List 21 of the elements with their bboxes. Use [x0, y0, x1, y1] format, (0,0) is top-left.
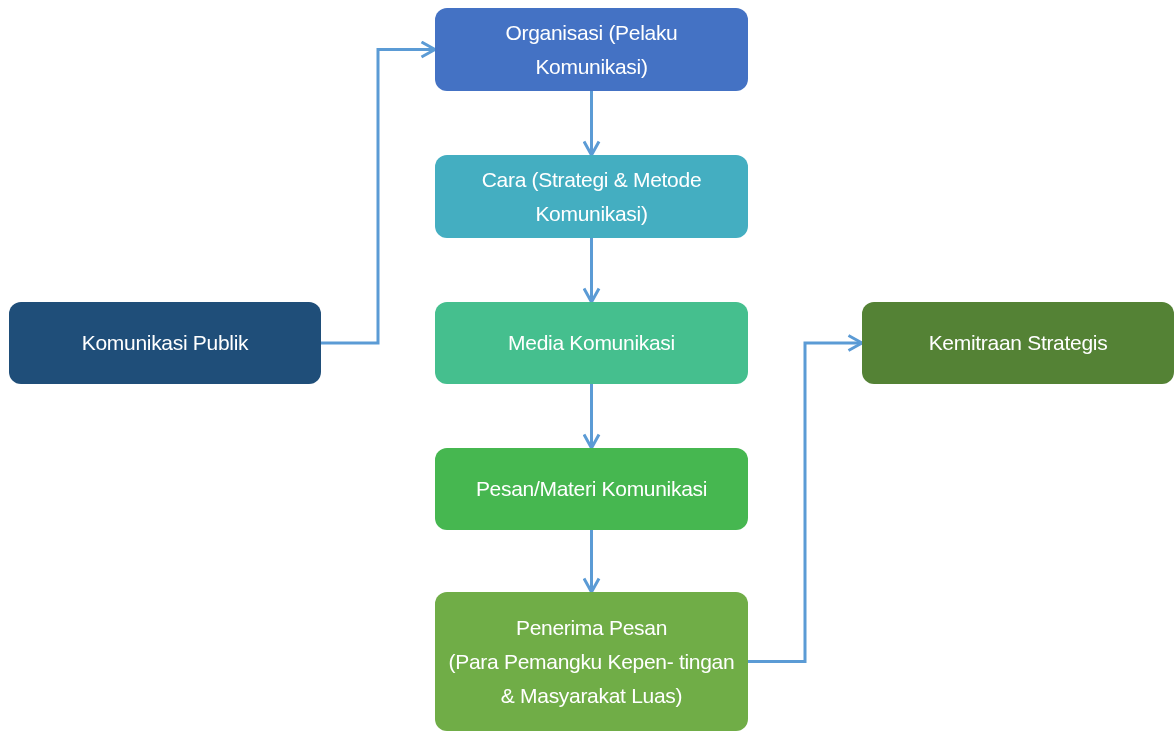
process-box — [435, 155, 748, 238]
process-box — [435, 448, 748, 530]
arrow — [582, 530, 601, 594]
process-box — [435, 8, 748, 91]
arrow — [582, 384, 601, 450]
process-box — [435, 302, 748, 384]
arrow — [321, 40, 437, 345]
box-label: Pesan/Materi Komunikasi — [475, 476, 708, 502]
arrow — [582, 238, 601, 304]
box-label: (Para Pemangku Kepen- tingan & Masyarakat Luas) — [447, 648, 736, 709]
process-box — [9, 302, 321, 384]
box-label: Komunikasi Publik — [81, 330, 249, 356]
box-label: Penerima Pesan — [515, 614, 668, 641]
box-label: Media Komunikasi — [508, 330, 675, 356]
box-label: Organisasi (Pelaku Komunikasi) — [504, 19, 679, 80]
box-label: Cara (Strategi & Metode Komunikasi) — [480, 166, 703, 227]
box-label: Kemitraan Strategis — [928, 330, 1108, 356]
arrow — [582, 91, 601, 157]
process-box — [435, 592, 748, 731]
arrow — [748, 334, 864, 663]
process-box — [862, 302, 1174, 384]
